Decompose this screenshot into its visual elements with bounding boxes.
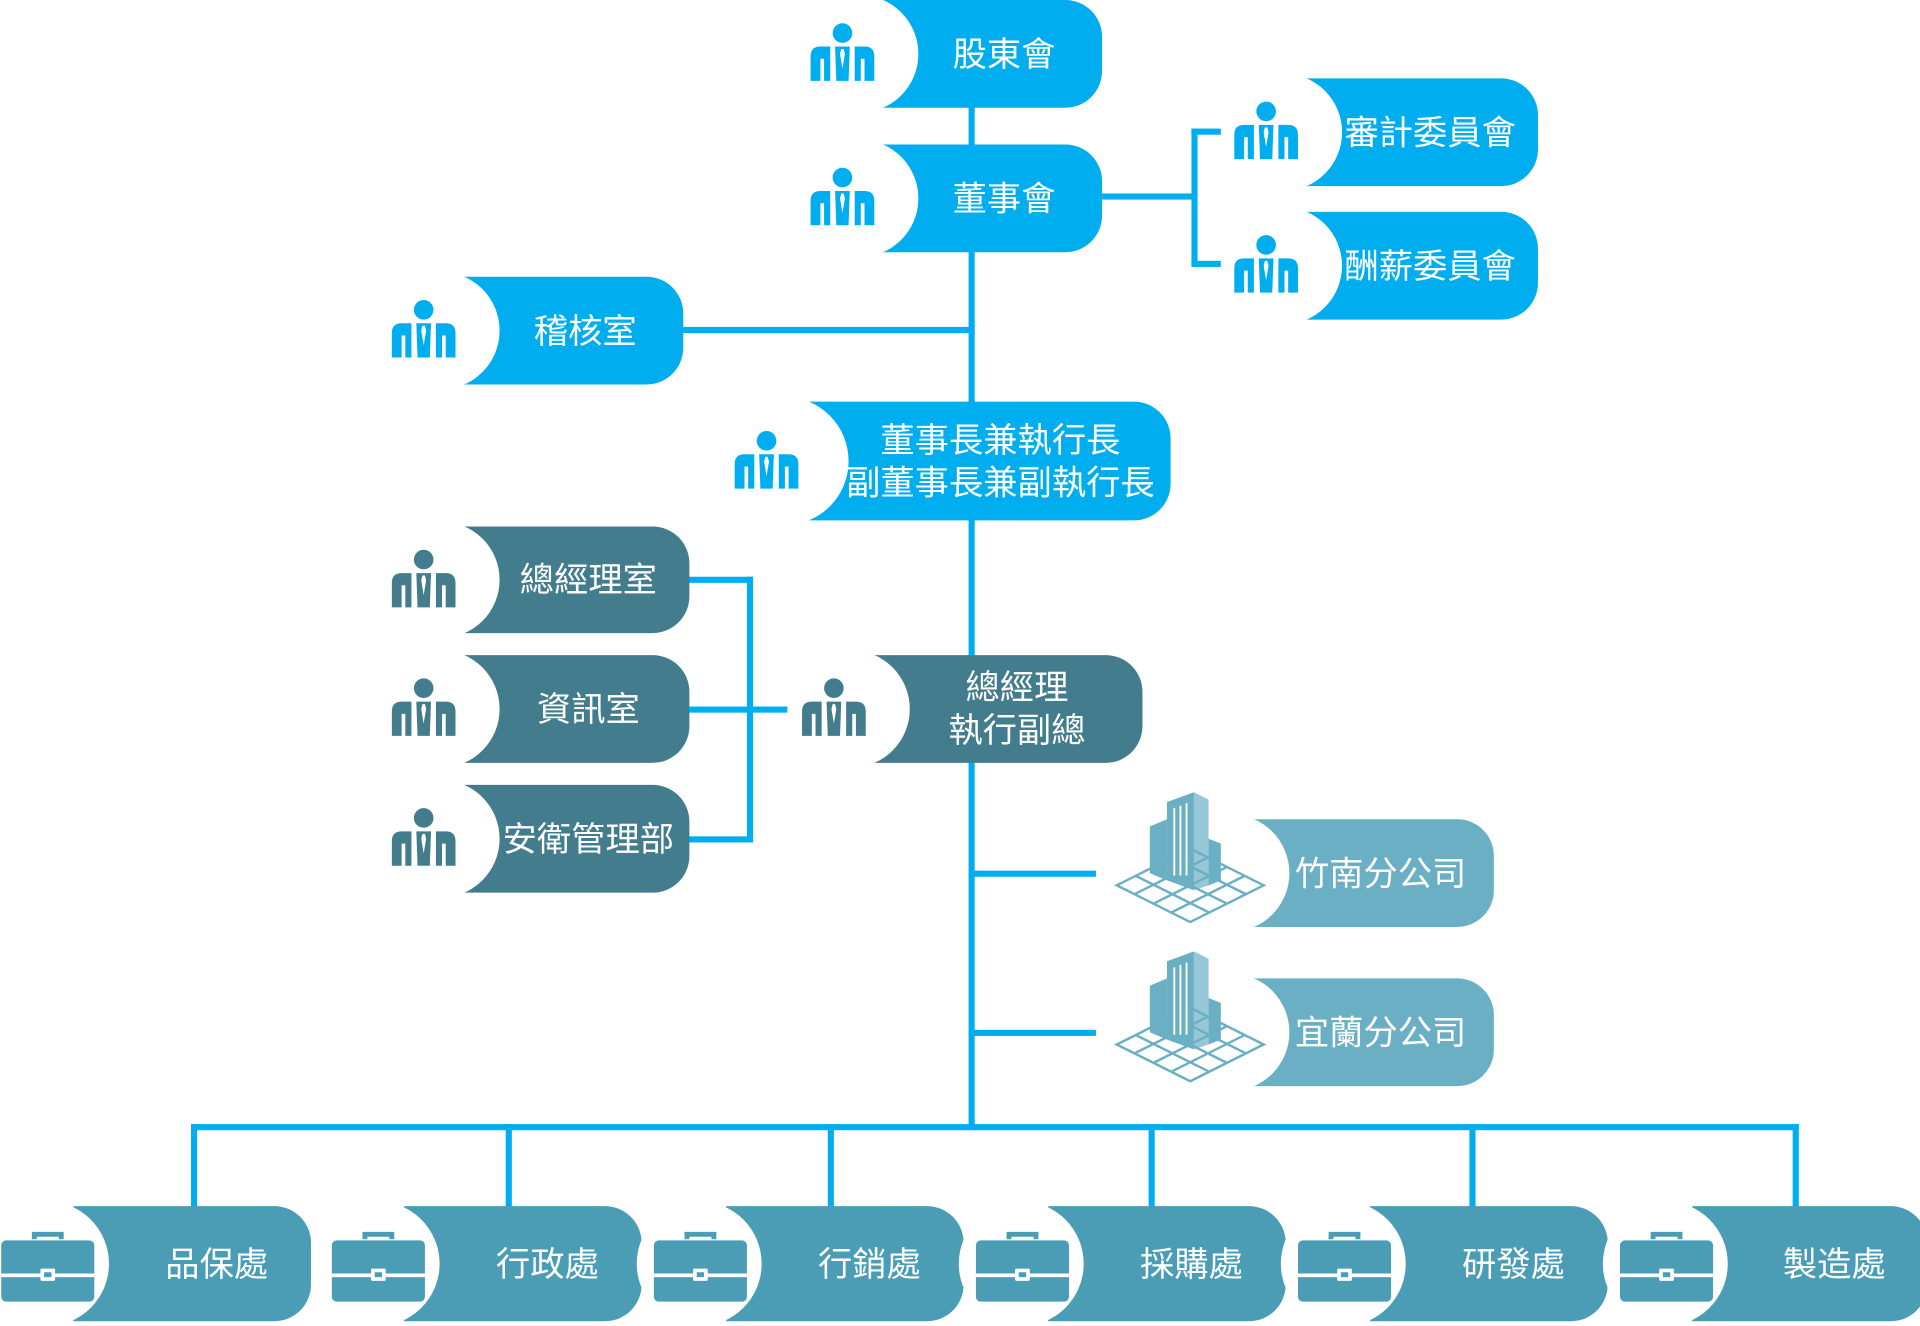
node-label: 行政處: [495, 1243, 599, 1284]
node-label: 董事長兼執行長: [880, 419, 1121, 460]
node-box: 製造處: [1692, 1206, 1920, 1322]
connector-line: [1792, 1124, 1799, 1210]
node-box: 品保處: [73, 1206, 312, 1322]
org-node-marketing-div[interactable]: 行銷處: [636, 1201, 964, 1326]
node-label: 審計委員會: [1344, 112, 1516, 153]
node-label: 品保處: [165, 1243, 269, 1284]
connector-line: [1191, 128, 1198, 267]
building-icon: [1111, 949, 1270, 1089]
node-label: 酬薪委員會: [1344, 245, 1516, 286]
node-label: 資訊室: [536, 688, 640, 730]
org-node-general-manager[interactable]: 總經理執行副總: [792, 650, 1143, 768]
connector-line: [1191, 128, 1221, 135]
node-label: 股東會: [952, 33, 1056, 75]
node-label: 竹南分公司: [1294, 852, 1467, 894]
node-label: 稽核室: [533, 310, 637, 351]
org-node-safety-dept[interactable]: 安衛管理部: [382, 780, 690, 898]
briefcase-icon: [1619, 1229, 1715, 1310]
node-label: 副董事長兼副執行長: [846, 462, 1155, 503]
org-node-yilan-branch[interactable]: 宜蘭分公司: [1114, 951, 1494, 1092]
connector-line: [191, 1124, 1799, 1131]
connector-line: [827, 1124, 834, 1210]
org-node-board[interactable]: 董事會: [800, 139, 1103, 258]
connector-line: [971, 1029, 1096, 1036]
node-label: 安衛管理部: [502, 818, 675, 859]
connector-line: [191, 1124, 198, 1210]
building-icon: [1111, 790, 1270, 930]
node-label: 董事會: [952, 178, 1056, 219]
connector-line: [1102, 193, 1197, 200]
briefcase-icon: [653, 1229, 749, 1310]
node-label: 總經理: [965, 667, 1069, 708]
org-node-shareholders[interactable]: 股東會: [800, 0, 1103, 113]
people-icon: [389, 548, 458, 614]
connector-line: [679, 706, 788, 713]
node-box: 行銷處: [726, 1206, 964, 1322]
people-icon: [389, 677, 458, 743]
people-icon: [1232, 234, 1301, 300]
briefcase-icon: [975, 1229, 1071, 1310]
node-label: 執行副總: [948, 710, 1086, 751]
node-box: 採購處: [1048, 1206, 1286, 1322]
node-label: 行銷處: [817, 1243, 921, 1284]
org-node-it-office[interactable]: 資訊室: [382, 650, 690, 768]
connector-line: [679, 576, 754, 583]
connector-line: [971, 870, 1096, 877]
people-icon: [732, 429, 801, 495]
org-node-remuneration-committee[interactable]: 酬薪委員會: [1224, 206, 1538, 325]
node-label: 製造處: [1782, 1243, 1886, 1284]
org-node-qa-div[interactable]: 品保處: [0, 1201, 312, 1326]
node-label: 宜蘭分公司: [1294, 1012, 1467, 1053]
people-icon: [1232, 100, 1301, 166]
org-node-admin-div[interactable]: 行政處: [314, 1201, 642, 1326]
org-node-audit-committee[interactable]: 審計委員會: [1224, 73, 1538, 192]
people-icon: [800, 677, 869, 743]
org-node-purchasing-div[interactable]: 採購處: [958, 1201, 1286, 1326]
briefcase-icon: [1297, 1229, 1393, 1310]
people-icon: [389, 299, 458, 365]
org-node-gm-office[interactable]: 總經理室: [382, 521, 690, 638]
org-node-rd-div[interactable]: 研發處: [1280, 1201, 1608, 1326]
briefcase-icon: [0, 1229, 96, 1310]
org-node-internal-audit[interactable]: 稽核室: [382, 271, 684, 390]
connector-line: [1148, 1124, 1155, 1210]
briefcase-icon: [331, 1229, 427, 1310]
node-box: 研發處: [1370, 1206, 1608, 1322]
org-node-manufacturing-div[interactable]: 製造處: [1602, 1201, 1920, 1326]
connector-line: [1191, 260, 1221, 267]
people-icon: [808, 22, 877, 88]
node-label: 總經理室: [519, 559, 657, 601]
node-label: 採購處: [1139, 1243, 1243, 1284]
org-node-zhunan-branch[interactable]: 竹南分公司: [1114, 792, 1494, 932]
node-box: 行政處: [404, 1206, 642, 1322]
people-icon: [389, 807, 458, 873]
connector-line: [505, 1124, 512, 1210]
people-icon: [808, 167, 877, 233]
connector-line: [1469, 1124, 1476, 1210]
org-node-chairman-ceo[interactable]: 董事長兼執行長副董事長兼副執行長: [719, 396, 1171, 526]
connector-line: [679, 836, 754, 843]
connector-line: [673, 326, 972, 334]
connector-line: [968, 97, 975, 1131]
node-label: 研發處: [1462, 1243, 1565, 1284]
